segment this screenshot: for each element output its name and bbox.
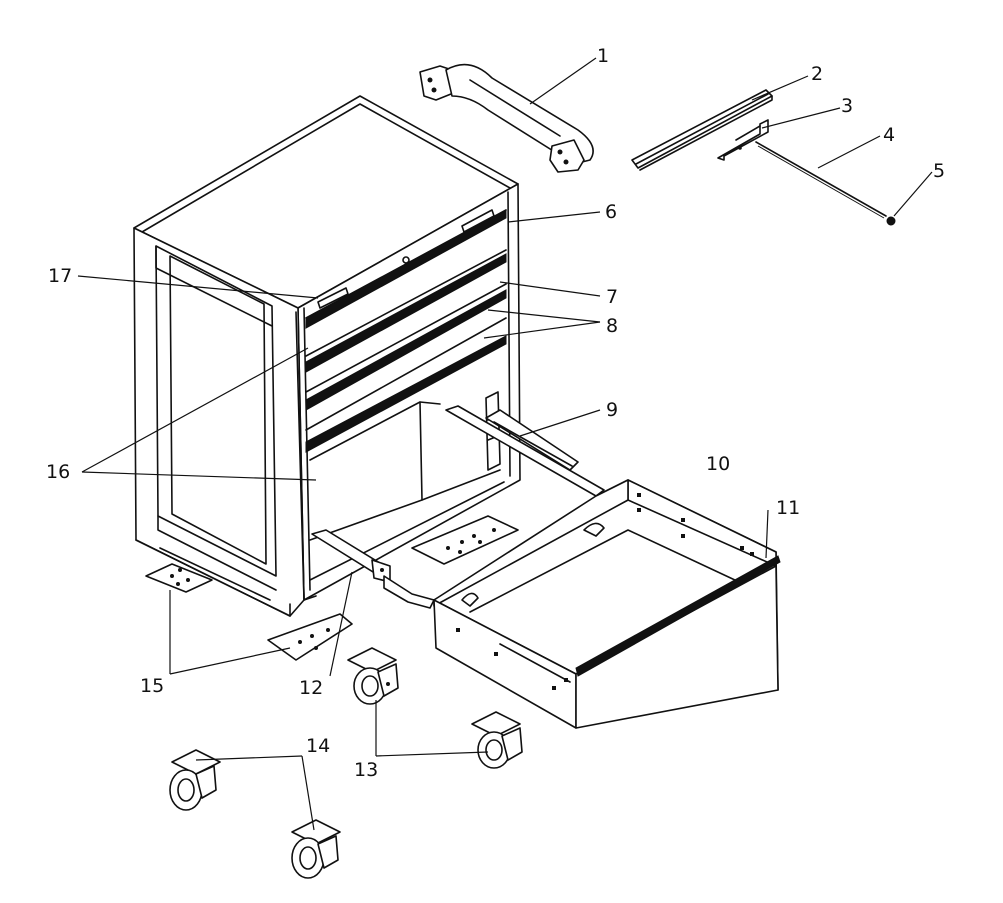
callout-15: 15 bbox=[140, 675, 164, 697]
callout-6: 6 bbox=[605, 201, 617, 223]
callout-3: 3 bbox=[841, 95, 853, 117]
rod-icon bbox=[755, 141, 887, 219]
drawer-icon bbox=[433, 479, 781, 729]
callout-labels: 1 2 3 4 5 6 7 8 9 10 11 12 13 14 15 16 1… bbox=[46, 45, 945, 781]
caster-icon bbox=[291, 819, 341, 879]
bracket-icon bbox=[717, 119, 769, 161]
caster-icon bbox=[347, 647, 399, 705]
callout-12: 12 bbox=[299, 677, 323, 699]
handle-icon bbox=[419, 63, 594, 173]
drawer-slide-icon bbox=[631, 89, 773, 171]
callout-8: 8 bbox=[606, 315, 618, 337]
callout-1: 1 bbox=[597, 45, 609, 67]
caster-icon bbox=[471, 711, 523, 769]
plate-icon bbox=[145, 563, 213, 593]
cap-icon bbox=[886, 216, 896, 226]
drawer-slide-icon bbox=[311, 529, 435, 609]
plate-icon bbox=[267, 613, 353, 661]
callout-17: 17 bbox=[48, 265, 72, 287]
callout-13: 13 bbox=[354, 759, 378, 781]
plate-icon bbox=[411, 515, 519, 565]
callout-10: 10 bbox=[706, 453, 730, 475]
callout-7: 7 bbox=[606, 286, 618, 308]
callout-2: 2 bbox=[811, 63, 823, 85]
callout-4: 4 bbox=[883, 124, 895, 146]
callout-16: 16 bbox=[46, 461, 70, 483]
cabinet-icon bbox=[133, 95, 521, 617]
drawer-slide-icon bbox=[445, 405, 605, 497]
callout-9: 9 bbox=[606, 399, 618, 421]
callout-11: 11 bbox=[776, 497, 800, 519]
leader-lines bbox=[77, 57, 933, 831]
callout-5: 5 bbox=[933, 160, 945, 182]
caster-icon bbox=[169, 749, 221, 811]
callout-14: 14 bbox=[306, 735, 330, 757]
